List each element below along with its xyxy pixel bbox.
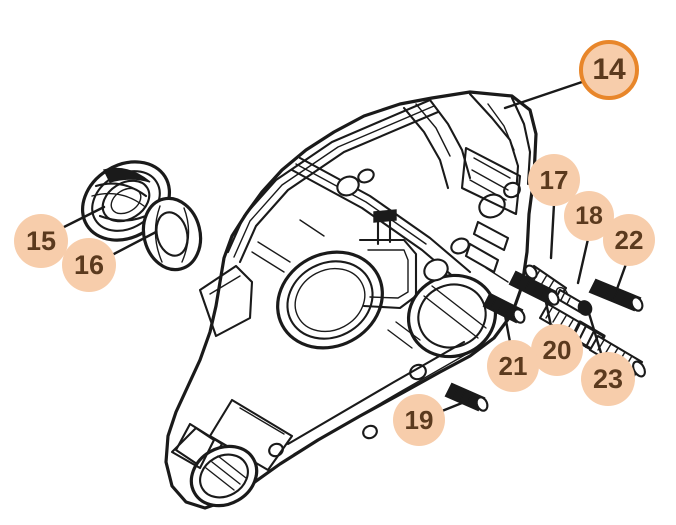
leader-lines [60,80,628,413]
callout-22[interactable]: 22 [603,214,655,266]
leader-line-14 [503,80,584,110]
leader-line-19 [440,397,474,413]
callout-21[interactable]: 21 [487,340,539,392]
crankcase-housing-drawing [164,90,538,510]
callout-19[interactable]: 19 [393,394,445,446]
leader-line-15 [60,205,106,230]
callout-20[interactable]: 20 [531,324,583,376]
leader-line-16 [110,230,158,257]
leader-line-18 [576,237,590,285]
leader-line-17 [549,202,556,260]
clamping-sleeve-small-drawing [482,292,526,324]
threaded-pin-drawing [588,278,644,312]
leader-line-21 [502,308,512,344]
callout-23[interactable]: 23 [581,352,635,406]
callout-14[interactable]: 14 [579,40,639,100]
callout-16[interactable]: 16 [62,238,116,292]
shaft-seal-ring-drawing [141,196,203,272]
leader-line-23 [586,308,603,355]
leader-line-20 [541,286,553,328]
callout-15[interactable]: 15 [14,214,68,268]
leader-line-22 [615,262,628,291]
clamping-sleeve-drawing [444,382,489,412]
